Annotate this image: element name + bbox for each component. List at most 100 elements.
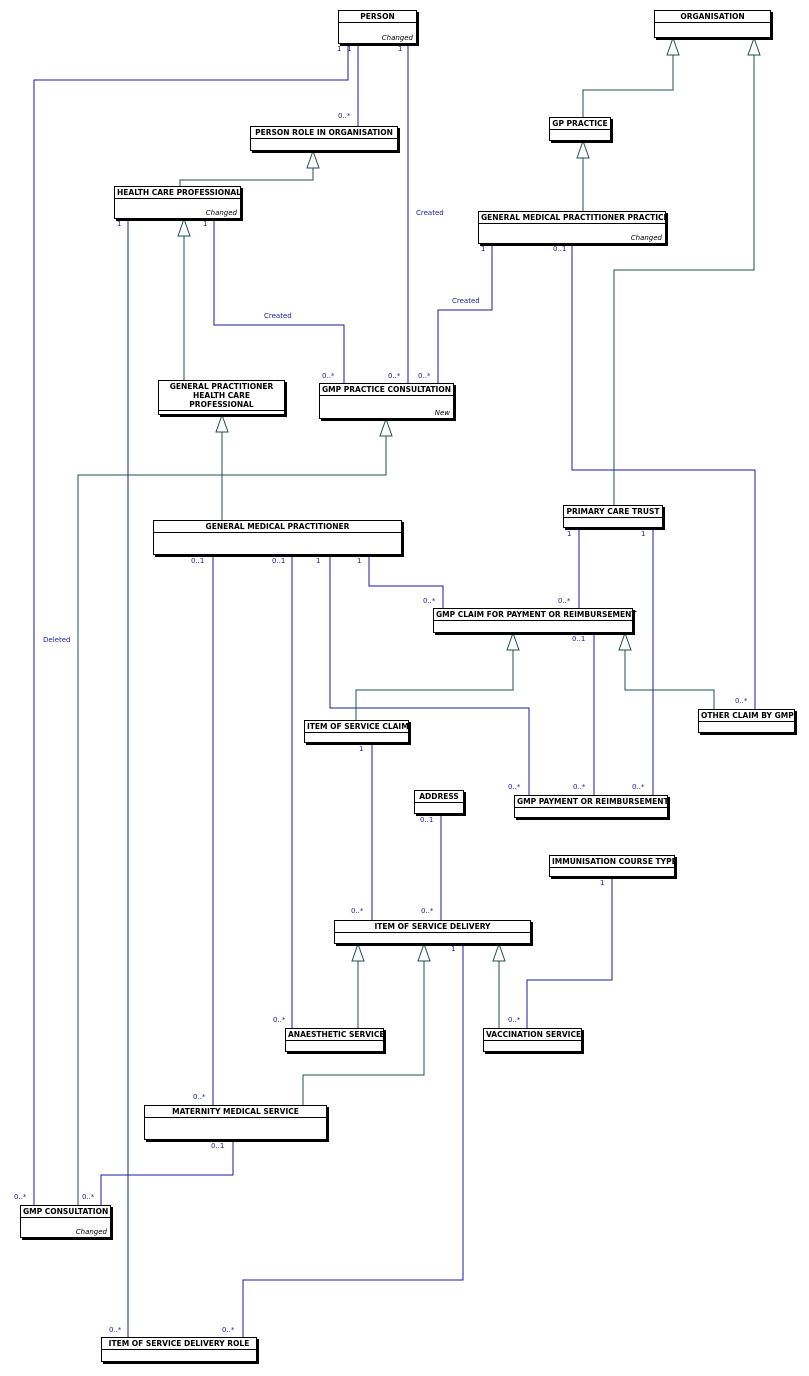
mult-label: 0..* — [388, 372, 401, 380]
entity-gmp-claim[interactable]: GMP CLAIM FOR PAYMENT OR REIMBURSEMENT — [433, 608, 637, 633]
entity-gmp-payment[interactable]: GMP PAYMENT OR REIMBURSEMENT — [514, 795, 669, 818]
mult-label: 1 — [316, 557, 321, 565]
mult-label: 0..* — [14, 1193, 27, 1201]
mult-label: 1 — [641, 530, 646, 538]
gen-gmp-consultation-gmp-practice-consultation — [77, 436, 387, 1205]
entity-other-claim-by-gmp[interactable]: OTHER CLAIM BY GMP — [698, 709, 795, 733]
entity-person[interactable]: PERSON Changed — [338, 10, 417, 44]
arrow-gp-practice — [576, 139, 590, 159]
entity-gmp-practice[interactable]: GENERAL MEDICAL PRACTITIONER PRACTICE Ch… — [478, 211, 669, 244]
mult-label: 1 — [337, 45, 342, 53]
entity-name: IMMUNISATION COURSE TYPE — [550, 857, 677, 868]
rel-delivery-role — [242, 943, 464, 1337]
entity-item-of-service-delivery[interactable]: ITEM OF SERVICE DELIVERY — [334, 920, 531, 944]
entity-maternity-medical-service[interactable]: MATERNITY MEDICAL SERVICE — [144, 1105, 327, 1140]
entity-name: ANAESTHETIC SERVICE — [286, 1030, 385, 1041]
entity-organisation[interactable]: ORGANISATION — [654, 10, 771, 38]
rel-gmp-claim — [368, 555, 444, 608]
mult-label: 0..* — [423, 597, 436, 605]
role-label: Created — [452, 297, 480, 305]
entity-name: HEALTH CARE PROFESSIONAL — [115, 188, 241, 199]
entity-name: ORGANISATION — [655, 11, 770, 23]
mult-label: 0..* — [418, 372, 431, 380]
entity-general-medical-practitioner[interactable]: GENERAL MEDICAL PRACTITIONER — [153, 520, 402, 555]
arrow-hcp — [177, 217, 191, 237]
entity-name: GENERAL PRACTITIONER HEALTH CARE PROFESS… — [159, 381, 284, 411]
mult-label: 1 — [567, 530, 572, 538]
entity-gmp-consultation[interactable]: GMP CONSULTATION Changed — [20, 1205, 111, 1238]
entity-name: ITEM OF SERVICE DELIVERY ROLE — [102, 1338, 256, 1350]
gen-gp-practice-organisation — [582, 55, 674, 117]
entity-name: GENERAL MEDICAL PRACTITIONER — [154, 521, 401, 533]
entity-person-role-in-organisation[interactable]: PERSON ROLE IN ORGANISATION — [250, 126, 398, 151]
entity-name: ADDRESS — [415, 791, 463, 803]
arrow-delivery-a — [351, 942, 365, 962]
mult-label: 0..* — [338, 112, 351, 120]
entity-status: Changed — [630, 234, 662, 242]
entity-vaccination-service[interactable]: VACCINATION SERVICE — [483, 1028, 582, 1052]
mult-label: 0..* — [735, 697, 748, 705]
entity-status: Changed — [75, 1228, 107, 1236]
rel-gmp-payment — [329, 555, 530, 795]
mult-label: 1 — [398, 45, 403, 53]
mult-label: 0..* — [558, 597, 571, 605]
entity-gp-practice[interactable]: GP PRACTICE — [549, 117, 611, 141]
mult-label: 0..1 — [191, 557, 205, 565]
entity-item-of-service-claim[interactable]: ITEM OF SERVICE CLAIM — [304, 720, 409, 743]
mult-label: 0..* — [109, 1326, 122, 1334]
arrow-claim-b — [618, 631, 632, 651]
arrow-organisation-a — [666, 36, 680, 56]
gen-item-claim-claim — [355, 650, 514, 720]
mult-label: 0..* — [573, 783, 586, 791]
mult-label: 1 — [359, 745, 364, 753]
arrow-organisation-b — [747, 36, 761, 56]
entity-address[interactable]: ADDRESS — [414, 790, 464, 814]
mult-label: 0..* — [632, 783, 645, 791]
arrow-delivery-b — [417, 942, 431, 962]
entity-name: ITEM OF SERVICE CLAIM — [305, 722, 409, 733]
rel-person-gmp-consultation — [33, 44, 349, 1205]
role-label: Created — [264, 312, 292, 320]
entity-status: New — [434, 409, 450, 417]
role-label: Deleted — [43, 636, 71, 644]
mult-label: 0..* — [273, 1016, 286, 1024]
mult-label: 0..1 — [211, 1142, 225, 1150]
entity-name: GMP CLAIM FOR PAYMENT OR REIMBURSEMENT — [434, 610, 637, 621]
mult-label: 0..* — [193, 1093, 206, 1101]
mult-label: 0..1 — [420, 816, 434, 824]
entity-gp-health-care-professional[interactable]: GENERAL PRACTITIONER HEALTH CARE PROFESS… — [158, 380, 285, 415]
entity-health-care-professional[interactable]: HEALTH CARE PROFESSIONAL Changed — [114, 186, 241, 219]
entity-anaesthetic-service[interactable]: ANAESTHETIC SERVICE — [285, 1028, 384, 1052]
entity-name: GMP CONSULTATION — [21, 1207, 110, 1218]
entity-name: GENERAL MEDICAL PRACTITIONER PRACTICE — [479, 213, 669, 224]
entity-gmp-practice-consultation[interactable]: GMP PRACTICE CONSULTATION New — [319, 383, 454, 419]
rel-hcp-gmp-practice-consultation — [213, 219, 345, 383]
rel-maternity-gmp-consultation — [100, 1140, 234, 1205]
arrow-person-role — [306, 149, 320, 169]
rel-immunisation-vaccination — [526, 877, 613, 1028]
rel-gmp-practice-consultation — [437, 244, 493, 383]
entity-name: GMP PAYMENT OR REIMBURSEMENT — [515, 797, 669, 808]
mult-label: 1 — [451, 945, 456, 953]
mult-label: 0..* — [322, 372, 335, 380]
mult-label: 0..1 — [272, 557, 286, 565]
mult-label: 1 — [347, 45, 352, 53]
entity-name: VACCINATION SERVICE — [484, 1030, 582, 1041]
mult-label: 0..* — [421, 907, 434, 915]
gen-hcp-person-role — [179, 168, 314, 186]
entity-status: Changed — [381, 34, 413, 42]
mult-label: 0..* — [222, 1326, 235, 1334]
entity-name: MATERNITY MEDICAL SERVICE — [145, 1106, 326, 1118]
mult-label: 1 — [117, 220, 122, 228]
entity-primary-care-trust[interactable]: PRIMARY CARE TRUST — [563, 505, 663, 528]
entity-item-of-service-delivery-role[interactable]: ITEM OF SERVICE DELIVERY ROLE — [101, 1337, 257, 1362]
entity-name: OTHER CLAIM BY GMP — [699, 711, 794, 722]
gen-other-claim-claim — [624, 650, 715, 709]
mult-label: 0..1 — [572, 635, 586, 643]
gen-pct-organisation — [613, 55, 755, 505]
arrow-claim-a — [506, 631, 520, 651]
mult-label: 0..* — [508, 1016, 521, 1024]
rel-gmp-practice-other-claim — [571, 244, 756, 709]
entity-immunisation-course-type[interactable]: IMMUNISATION COURSE TYPE — [549, 855, 677, 877]
